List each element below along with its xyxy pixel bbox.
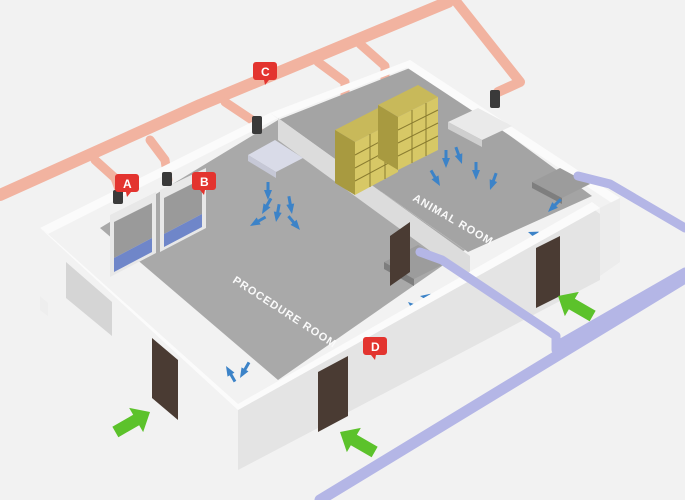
supply-branch-animal bbox=[573, 171, 685, 233]
callout-b[interactable]: B bbox=[192, 172, 216, 195]
callout-c-label: C bbox=[261, 65, 270, 79]
callout-marker-icon bbox=[192, 172, 216, 195]
callout-b-label: B bbox=[200, 175, 209, 189]
window-opening bbox=[66, 262, 112, 336]
supply-main-duct bbox=[314, 272, 685, 500]
procedure-exhaust-canopy bbox=[248, 116, 303, 178]
animal-room-door bbox=[536, 236, 560, 308]
callout-d[interactable]: D bbox=[363, 337, 387, 360]
animal-rack-2 bbox=[378, 85, 439, 170]
animal-exhaust-canopy bbox=[448, 90, 512, 147]
left-entrance-door bbox=[152, 338, 178, 420]
bottom-front-wall-top bbox=[238, 202, 600, 410]
left-front-wall-top bbox=[40, 228, 238, 410]
right-wall-end bbox=[600, 198, 620, 276]
callout-a[interactable]: A bbox=[115, 174, 139, 197]
supply-duct-return bbox=[551, 267, 685, 351]
exhaust-branch-animal bbox=[450, 0, 525, 97]
partition-wall-face bbox=[278, 118, 470, 280]
callout-marker-icon bbox=[363, 337, 387, 360]
partition-door bbox=[390, 222, 410, 286]
supply-duct-system bbox=[314, 171, 685, 500]
back-wall-top-left bbox=[40, 113, 278, 234]
callout-a-label: A bbox=[123, 177, 132, 191]
right-wall-top bbox=[403, 60, 620, 203]
exhaust-main-duct bbox=[0, 0, 454, 201]
callout-marker-icon bbox=[115, 174, 139, 197]
callout-marker-icon bbox=[253, 62, 277, 85]
back-wall-top-right bbox=[270, 60, 416, 118]
fume-hood-a bbox=[110, 190, 156, 277]
callout-d-label: D bbox=[371, 340, 380, 354]
exhaust-branch-rack-2 bbox=[355, 39, 390, 87]
procedure-room-door bbox=[318, 356, 348, 432]
animal-supply-diffuser bbox=[532, 168, 590, 204]
callout-c[interactable]: C bbox=[253, 62, 277, 85]
animal-room-floor bbox=[278, 66, 592, 252]
